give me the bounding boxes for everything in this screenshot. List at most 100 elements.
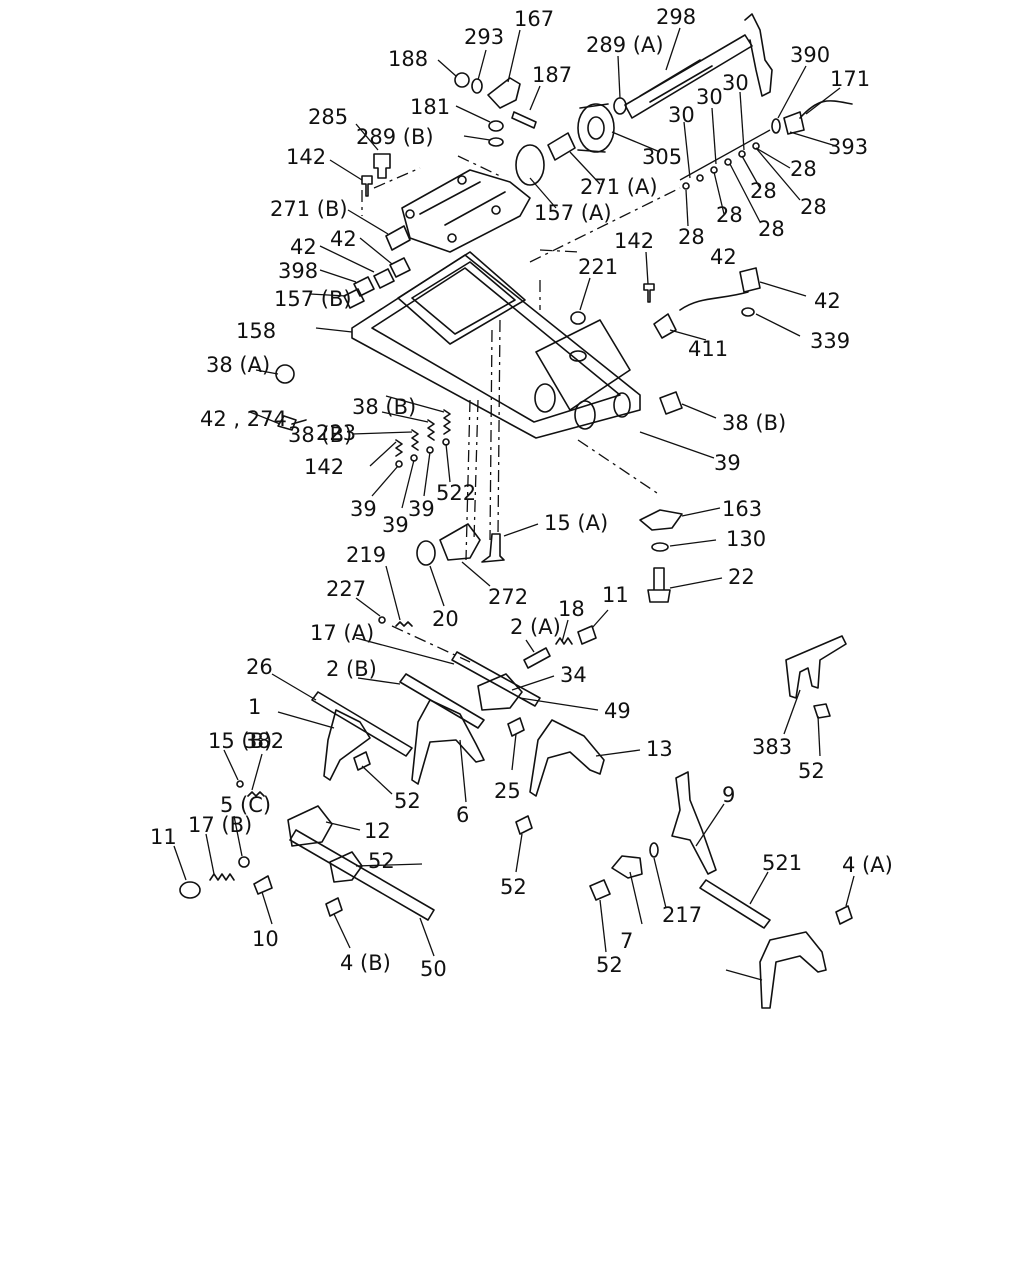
- leader: [401, 459, 415, 509]
- boss-bore: [574, 400, 596, 430]
- leader: [309, 293, 347, 297]
- ball-9: [238, 856, 250, 868]
- leader: [385, 565, 401, 621]
- leader: [639, 431, 715, 459]
- leader: [665, 27, 681, 71]
- callout-label: 223: [316, 421, 356, 445]
- bracket-382: [785, 635, 847, 699]
- callout-label: 52: [368, 849, 395, 873]
- assembly-line: [539, 249, 581, 310]
- leader: [223, 749, 239, 781]
- spring-38a: [443, 409, 451, 435]
- leader: [617, 55, 621, 99]
- bushing-271b: [385, 225, 411, 251]
- callout-label: 38 (B): [722, 411, 786, 435]
- leader: [251, 753, 263, 791]
- callout-label: 217: [662, 903, 702, 927]
- callout-label: 28: [716, 203, 743, 227]
- ball-28: [724, 158, 732, 166]
- leader: [371, 465, 399, 497]
- cover-boss: [535, 319, 631, 411]
- lever-6: [671, 771, 717, 875]
- leader: [515, 833, 523, 873]
- assembly-line: [361, 155, 501, 216]
- callout-label: 2 (B): [326, 657, 377, 681]
- washer-411: [741, 307, 755, 317]
- boss-bore: [613, 392, 631, 418]
- leader: [645, 251, 649, 285]
- callout-label: 521: [762, 851, 802, 875]
- block-5c: [287, 805, 333, 847]
- leader: [669, 577, 723, 589]
- ball-28: [682, 182, 690, 190]
- callout-label: 271 (B): [270, 197, 348, 221]
- leader: [277, 711, 335, 729]
- leader: [357, 677, 401, 685]
- leader: [805, 87, 841, 115]
- callout-label: 188: [388, 47, 428, 71]
- nut-181: [488, 120, 504, 132]
- callout-label: 393: [828, 135, 868, 159]
- callout-label: 30: [668, 103, 695, 127]
- bolt-hole: [457, 175, 467, 185]
- leader: [511, 733, 517, 771]
- callout-label: 272: [488, 585, 528, 609]
- leader: [713, 171, 725, 215]
- assembly-line: [577, 439, 661, 496]
- callout-label: 12: [364, 819, 391, 843]
- leader: [381, 411, 429, 423]
- callout-label: 42: [814, 289, 841, 313]
- callout-label: 298: [656, 5, 696, 29]
- block-17a: [477, 673, 523, 711]
- assembly-line: [529, 187, 681, 263]
- callout-label: 42: [710, 245, 737, 269]
- leader: [461, 561, 491, 587]
- connector-393: [783, 111, 805, 135]
- pivot-521: [611, 855, 643, 879]
- leader: [669, 539, 717, 547]
- callout-label: 157 (A): [534, 201, 612, 225]
- main-cover-inner: [371, 267, 621, 423]
- callout-label: 38 (B): [288, 423, 352, 447]
- bolt-52: [507, 717, 525, 737]
- callout-label: 18: [558, 597, 585, 621]
- leader: [681, 403, 717, 419]
- plug-42: [373, 268, 395, 289]
- callout-label: 17 (A): [310, 621, 374, 645]
- clamp-158: [653, 313, 677, 339]
- bushing-271a: [547, 132, 576, 161]
- bolt-hole: [491, 205, 501, 215]
- callout-label: 5 (C): [220, 793, 271, 817]
- callout-label: 219: [346, 543, 386, 567]
- leader: [569, 151, 601, 185]
- plug-42: [389, 257, 411, 278]
- callout-label: 171: [830, 67, 870, 91]
- callout-label: 28: [790, 157, 817, 181]
- selector-130: [439, 523, 481, 561]
- nut-188: [454, 72, 470, 88]
- callout-label: 390: [790, 43, 830, 67]
- callout-label: 15 (B): [208, 729, 272, 753]
- rod-34: [311, 691, 413, 757]
- callout-label: 289 (A): [586, 33, 664, 57]
- leader: [561, 619, 569, 643]
- callout-label: 7: [620, 929, 633, 953]
- fork-1: [529, 719, 605, 797]
- bracket-522: [639, 509, 683, 531]
- leader: [325, 821, 361, 831]
- callout-label: 17 (B): [188, 813, 252, 837]
- leader: [347, 209, 389, 235]
- leader: [503, 523, 539, 537]
- callout-label: 30: [696, 85, 723, 109]
- callout-label: 39: [714, 451, 741, 475]
- leader: [255, 369, 279, 375]
- callout-label: 42: [330, 227, 357, 251]
- leader: [369, 441, 397, 467]
- callout-label: 49: [604, 699, 631, 723]
- callout-label: 28: [758, 217, 785, 241]
- leader: [319, 269, 357, 283]
- callout-label: 4 (B): [340, 951, 391, 975]
- leader: [777, 65, 807, 119]
- callout-label: 130: [726, 527, 766, 551]
- bolt-hole: [447, 233, 457, 243]
